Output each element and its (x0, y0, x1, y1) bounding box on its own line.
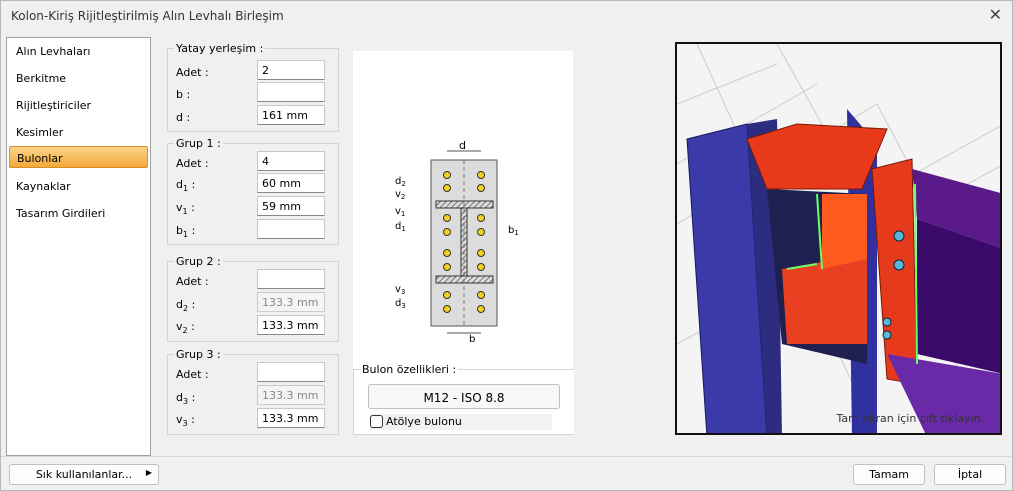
yatay-b-input[interactable] (257, 82, 325, 102)
yatay-d-input[interactable]: 161 mm (257, 105, 325, 125)
v2-label: v2 : (176, 320, 195, 336)
sidebar-item-rijitlestiriciler[interactable]: Rijitleştiriciler (16, 99, 92, 112)
sidebar-item-kaynaklar[interactable]: Kaynaklar (16, 180, 71, 193)
web (460, 207, 468, 277)
d3-label: d3 : (176, 391, 196, 407)
favorites-label: Sık kullanılanlar... (35, 468, 133, 481)
bolts (882, 230, 905, 340)
adet-label: Adet : (176, 66, 209, 79)
grup3-d-input: 133.3 mm (257, 385, 325, 405)
top-stiffener (746, 123, 888, 190)
dim-b1: b1 (508, 225, 519, 237)
sidebar: Alın Levhaları Berkitme Rijitleştiricile… (6, 37, 151, 456)
grup1-d-input[interactable]: 60 mm (257, 173, 325, 193)
grup1-b-input[interactable] (257, 219, 325, 239)
grup2-d-input: 133.3 mm (257, 292, 325, 312)
bolt-spec-button[interactable]: M12 - ISO 8.8 (368, 384, 560, 409)
b1-label: b1 : (176, 224, 196, 240)
bottom-stiffener (782, 254, 867, 344)
group-title: Yatay yerleşim : (174, 42, 266, 55)
beam-web (917, 219, 1000, 374)
grup3-v-input[interactable]: 133.3 mm (257, 408, 325, 428)
group-title: Bulon özellikleri : (360, 363, 459, 376)
grup2-v-input[interactable]: 133.3 mm (257, 315, 325, 335)
bolt-layout-drawing: d d2 v2 v1 d1 b1 v3 d3 b (395, 139, 519, 345)
d1-label: d1 : (176, 178, 196, 194)
end-plate (871, 158, 918, 385)
b-label: b : (176, 88, 191, 101)
group-title: Grup 2 : (174, 255, 223, 268)
sidebar-item-alin-levhalari[interactable]: Alın Levhaları (16, 45, 91, 58)
fullscreen-hint: Tam ekran için çift tıklayın. (836, 412, 984, 425)
d-label: d : (176, 111, 191, 124)
cancel-button[interactable]: İptal (934, 464, 1006, 485)
yatay-yerlesim-group: Yatay yerleşim : Adet : 2 b : d : 161 mm (167, 42, 339, 132)
yatay-adet-input[interactable]: 2 (257, 60, 325, 80)
grup3-group: Grup 3 : Adet : d3 : 133.3 mm v3 : 133.3… (167, 348, 339, 435)
dim-v1: v1 (395, 206, 405, 218)
dim-d3: d3 (395, 298, 406, 310)
sidebar-item-berkitme[interactable]: Berkitme (16, 72, 67, 85)
ok-button[interactable]: Tamam (853, 464, 925, 485)
window-title: Kolon-Kiriş Rijitleştirilmiş Alın Levhal… (11, 9, 284, 23)
atolye-label[interactable]: Atölye bulonu (386, 415, 462, 428)
chevron-right-icon: ▶ (145, 468, 152, 477)
grup1-group: Grup 1 : Adet : 4 d1 : 60 mm v1 : 59 mm … (167, 137, 339, 245)
footer-divider (1, 456, 1013, 457)
3d-view[interactable]: Tam ekran için çift tıklayın. (675, 42, 1002, 435)
v3-label: v3 : (176, 413, 195, 429)
dim-v3: v3 (395, 284, 405, 296)
bulon-ozellikleri-group: Bulon özellikleri : M12 - ISO 8.8 Atölye… (353, 363, 574, 435)
atolye-checkbox[interactable] (370, 415, 383, 428)
bolt-holes (443, 171, 485, 313)
group-title: Grup 3 : (174, 348, 223, 361)
grup1-adet-input[interactable]: 4 (257, 151, 325, 171)
top-flange (435, 200, 494, 209)
dim-v2: v2 (395, 189, 405, 201)
sidebar-item-kesimler[interactable]: Kesimler (16, 126, 64, 139)
atolye-row: Atölye bulonu (370, 414, 552, 430)
adet-label: Adet : (176, 157, 209, 170)
close-button[interactable]: ✕ (988, 5, 1002, 24)
beam-top-flange (912, 169, 1000, 248)
dim-d2: d2 (395, 176, 406, 188)
favorites-button[interactable]: Sık kullanılanlar... ▶ (9, 464, 159, 485)
dim-b: b (469, 334, 475, 345)
grup2-adet-input[interactable] (257, 269, 325, 289)
adet-label: Adet : (176, 275, 209, 288)
v1-label: v1 : (176, 201, 195, 217)
grup2-group: Grup 2 : Adet : d2 : 133.3 mm v2 : 133.3… (167, 255, 339, 342)
3d-model (677, 44, 1000, 433)
sidebar-item-bulonlar[interactable]: Bulonlar (9, 146, 148, 168)
adet-label: Adet : (176, 368, 209, 381)
dim-d1: d1 (395, 221, 406, 233)
dim-d: d (459, 139, 466, 152)
bottom-flange (435, 275, 494, 284)
column-flange (686, 123, 768, 433)
sidebar-item-tasarim-girdileri[interactable]: Tasarım Girdileri (16, 207, 106, 220)
group-title: Grup 1 : (174, 137, 223, 150)
d2-label: d2 : (176, 298, 196, 314)
grup3-adet-input[interactable] (257, 362, 325, 382)
grup1-v-input[interactable]: 59 mm (257, 196, 325, 216)
